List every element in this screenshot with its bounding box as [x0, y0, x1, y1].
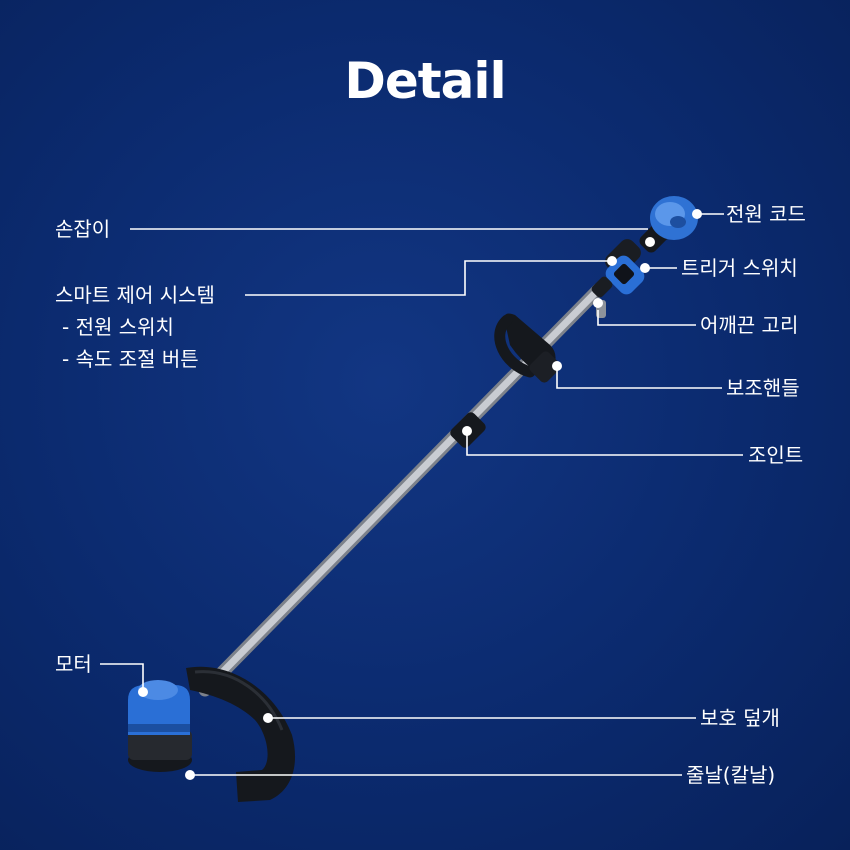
aux-handle [494, 313, 561, 383]
label-guard-cover: 보호 덮개 [700, 706, 780, 730]
callout-lines [100, 213, 743, 776]
dot-aux-handle [552, 361, 562, 371]
dot-strap-ring [593, 298, 603, 308]
label-motor: 모터 [55, 652, 92, 676]
motor-line [100, 663, 144, 690]
strap-ring-line [597, 310, 696, 326]
label-smart-control: 스마트 제어 시스템 [55, 283, 215, 307]
power-cord-connector [639, 196, 698, 253]
aux-handle-line [556, 367, 722, 389]
guard-cover [186, 666, 296, 802]
label-power-switch: - 전원 스위치 [62, 315, 174, 339]
dot-smart-control [607, 256, 617, 266]
joint-line [466, 431, 743, 456]
dot-motor [138, 687, 148, 697]
label-trigger-switch: 트리거 스위치 [681, 256, 798, 280]
label-line-blade: 줄날(칼날) [686, 763, 776, 787]
label-power-cord: 전원 코드 [726, 202, 806, 226]
smart-control-line [245, 260, 612, 296]
label-speed-button: - 속도 조절 버튼 [62, 347, 199, 371]
page-title: Detail [344, 52, 506, 110]
dot-power-cord [692, 209, 702, 219]
callout-dots [138, 209, 702, 780]
label-shoulder-strap-ring: 어깨끈 고리 [700, 313, 799, 337]
label-joint: 조인트 [748, 443, 804, 467]
dot-guard [263, 713, 273, 723]
label-aux-handle: 보조핸들 [726, 376, 800, 400]
dot-trigger [640, 263, 650, 273]
dot-blade [185, 770, 195, 780]
motor-head [128, 680, 192, 772]
dot-joint [462, 426, 472, 436]
dot-handle [645, 237, 655, 247]
label-handle: 손잡이 [55, 217, 111, 241]
